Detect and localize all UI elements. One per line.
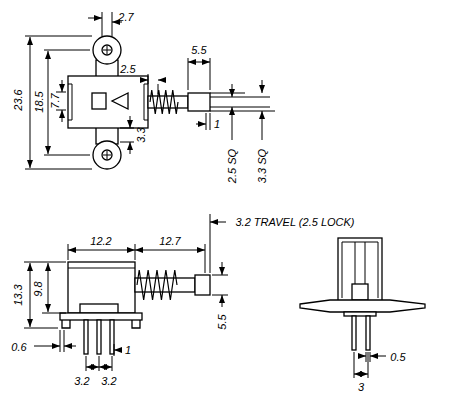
- front-view: [300, 238, 425, 350]
- dimension-label: 2.5: [120, 64, 135, 75]
- dimension-label: 5.5: [217, 314, 228, 329]
- dimension-label: 12.7: [159, 236, 180, 247]
- dimension-label: 2.7: [118, 12, 133, 23]
- dimension-label: 9.8: [33, 281, 44, 296]
- dimension-label: 1: [214, 119, 220, 130]
- dimension-label: 12.2: [90, 236, 111, 247]
- dimension-label: 3.2: [74, 376, 89, 387]
- dimension-label: 3.3 SQ: [257, 149, 268, 183]
- dimension-label: 3.2 TRAVEL (2.5 LOCK): [235, 217, 354, 228]
- dimension-label: 18.5: [34, 91, 45, 112]
- dimension-label: 1: [125, 345, 131, 356]
- top-dimensions: [25, 12, 275, 169]
- dimension-label: 0.6: [11, 342, 26, 353]
- side-dimensions: [24, 214, 228, 371]
- dimension-label: 23.6: [13, 89, 24, 110]
- dimension-label: 3.3: [136, 127, 147, 142]
- dimension-label: 5.5: [191, 45, 206, 56]
- side-view: [60, 262, 210, 354]
- top-view: [68, 36, 210, 169]
- dimension-label: 3: [358, 382, 364, 393]
- dimension-label: 3.2: [101, 376, 116, 387]
- dimension-label: 0.5: [390, 352, 405, 363]
- dimension-label: 2.5 SQ: [227, 149, 238, 183]
- dimension-label: 13.3: [13, 284, 24, 305]
- front-dimensions: [354, 352, 386, 378]
- dimension-label: 7.7: [50, 93, 61, 108]
